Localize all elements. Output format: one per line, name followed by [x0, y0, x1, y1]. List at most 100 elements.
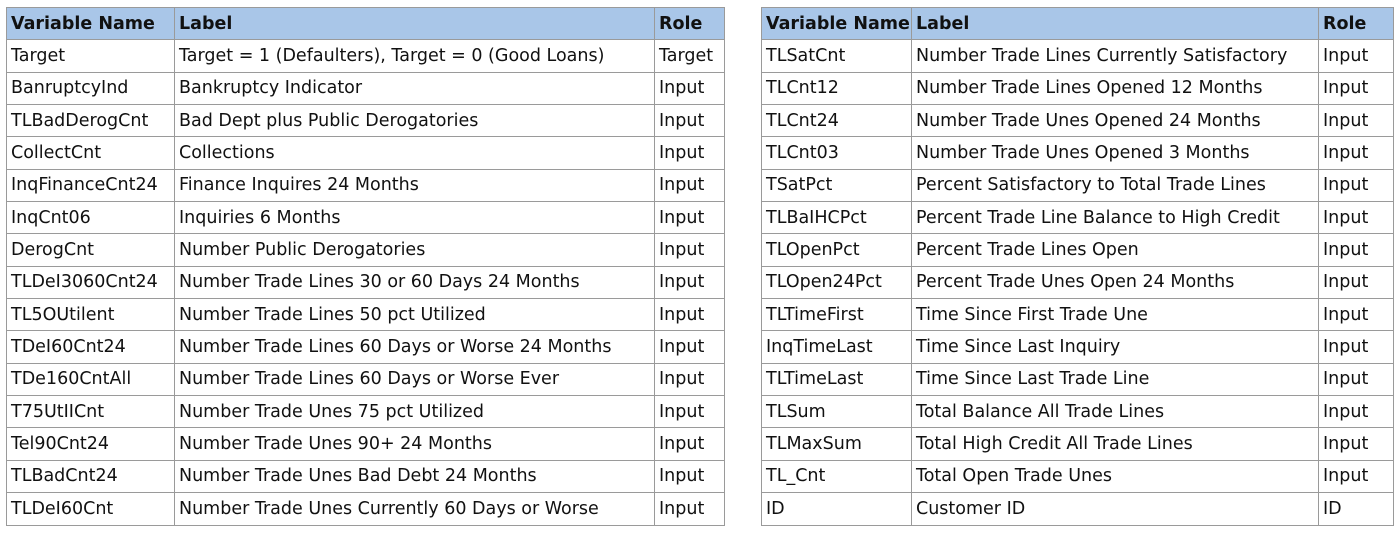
cell-label: Number Trade Unes Currently 60 Days or W…	[174, 492, 655, 526]
cell-label: Number Trade Unes 90+ 24 Months	[174, 427, 655, 461]
cell-label: Bankruptcy Indicator	[174, 71, 655, 106]
cell-role: Input	[1318, 201, 1394, 235]
cell-label: Time Since Last Inquiry	[911, 330, 1319, 364]
cell-variable-name: TDe160CntAll	[6, 362, 175, 397]
header-variable-name: Variable Name	[6, 6, 175, 41]
cell-role: Input	[1318, 71, 1394, 106]
cell-role: ID	[1318, 492, 1394, 526]
cell-role: Input	[654, 427, 725, 461]
cell-role: Input	[1318, 362, 1394, 397]
header-variable-name: Variable Name	[761, 6, 912, 41]
cell-variable-name: TSatPct	[761, 168, 912, 203]
cell-label: Number Trade Lines Opened 12 Months	[911, 71, 1319, 106]
cell-role: Input	[654, 362, 725, 397]
cell-variable-name: T75UtIICnt	[6, 395, 175, 429]
cell-variable-name: TLOpen24Pct	[761, 265, 912, 300]
cell-role: Input	[1318, 427, 1394, 461]
cell-role: Input	[1318, 136, 1394, 170]
cell-label: Percent Satisfactory to Total Trade Line…	[911, 168, 1319, 203]
cell-label: Number Trade Unes Opened 3 Months	[911, 136, 1319, 170]
cell-role: Input	[1318, 298, 1394, 332]
cell-role: Input	[1318, 265, 1394, 300]
cell-role: Target	[654, 39, 725, 73]
cell-label: Total Open Trade Unes	[911, 459, 1319, 494]
cell-role: Input	[654, 168, 725, 203]
cell-label: Time Since Last Trade Line	[911, 362, 1319, 397]
cell-variable-name: Tel90Cnt24	[6, 427, 175, 461]
header-role: Role	[1318, 6, 1394, 41]
cell-label: Bad Dept plus Public Derogatories	[174, 104, 655, 138]
cell-variable-name: TLCnt12	[761, 71, 912, 106]
cell-label: Number Trade Lines 50 pct Utilized	[174, 298, 655, 332]
cell-variable-name: TLBadCnt24	[6, 459, 175, 494]
cell-variable-name: ID	[761, 492, 912, 526]
cell-variable-name: TLDeI3060Cnt24	[6, 265, 175, 300]
cell-role: Input	[654, 459, 725, 494]
cell-variable-name: TLTimeLast	[761, 362, 912, 397]
cell-variable-name: TLSatCnt	[761, 39, 912, 73]
cell-label: Finance Inquires 24 Months	[174, 168, 655, 203]
cell-variable-name: TL5OUtilent	[6, 298, 175, 332]
cell-variable-name: BanruptcyInd	[6, 71, 175, 106]
cell-variable-name: InqCnt06	[6, 201, 175, 235]
cell-role: Input	[1318, 459, 1394, 494]
cell-variable-name: TLBaIHCPct	[761, 201, 912, 235]
cell-role: Input	[654, 201, 725, 235]
cell-label: Total Balance All Trade Lines	[911, 395, 1319, 429]
cell-variable-name: TLBadDerogCnt	[6, 104, 175, 138]
header-label: Label	[174, 6, 655, 41]
cell-label: Percent Trade Unes Open 24 Months	[911, 265, 1319, 300]
cell-label: Number Trade Unes 75 pct Utilized	[174, 395, 655, 429]
cell-role: Input	[1318, 330, 1394, 364]
cell-variable-name: TLMaxSum	[761, 427, 912, 461]
cell-role: Input	[654, 330, 725, 364]
cell-variable-name: TLDeI60Cnt	[6, 492, 175, 526]
header-row: Variable Name Label Role	[761, 6, 1394, 41]
cell-variable-name: TLTimeFirst	[761, 298, 912, 332]
cell-variable-name: CollectCnt	[6, 136, 175, 170]
cell-label: Percent Trade Line Balance to High Credi…	[911, 201, 1319, 235]
header-role: Role	[654, 6, 725, 41]
header-label: Label	[911, 6, 1319, 41]
cell-label: Number Trade Lines 60 Days or Worse 24 M…	[174, 330, 655, 364]
cell-variable-name: TLCnt03	[761, 136, 912, 170]
cell-variable-name: TLCnt24	[761, 104, 912, 138]
cell-label: Number Trade Lines Currently Satisfactor…	[911, 39, 1319, 73]
cell-variable-name: TLOpenPct	[761, 233, 912, 267]
cell-label: Inquiries 6 Months	[174, 201, 655, 235]
cell-role: Input	[1318, 104, 1394, 138]
cell-role: Input	[654, 233, 725, 267]
cell-label: Percent Trade Lines Open	[911, 233, 1319, 267]
cell-role: Input	[654, 104, 725, 138]
cell-label: Number Trade Unes Opened 24 Months	[911, 104, 1319, 138]
cell-label: Time Since First Trade Une	[911, 298, 1319, 332]
